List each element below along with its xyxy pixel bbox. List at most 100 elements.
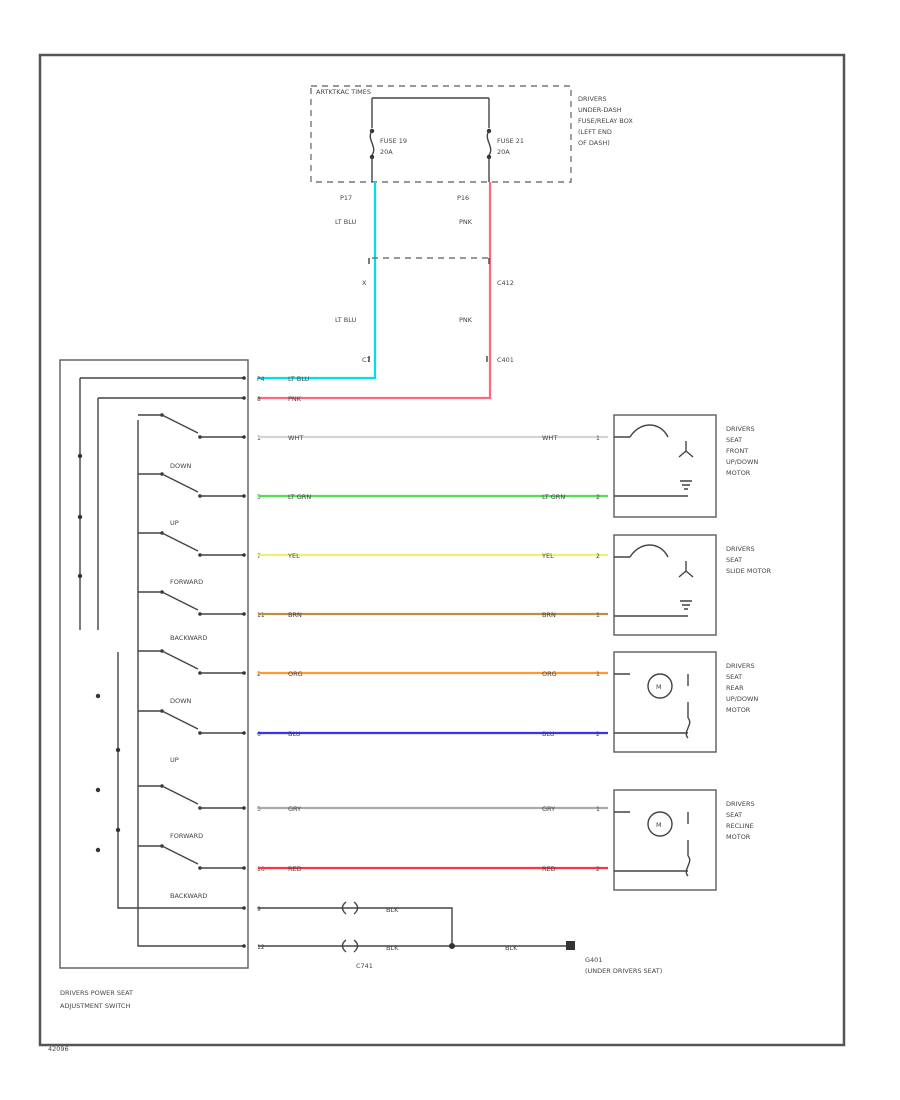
svg-text:20A: 20A: [497, 148, 510, 156]
switch-pin-label: 7: [257, 553, 261, 560]
motor-icon: [647, 811, 673, 837]
wire-label: BLU: [288, 730, 301, 738]
connector-c401-label: C401: [497, 356, 514, 364]
svg-text:M: M: [656, 683, 662, 691]
motor-label: SEAT: [726, 673, 742, 681]
motor-rotor-icon: [678, 561, 694, 578]
switch-position-label: DOWN: [170, 462, 192, 470]
fuse-block: ARTKTKAC TIMES DRIVERS UNDER-DASH FUSE/R…: [310, 85, 633, 183]
svg-text:BLK: BLK: [386, 944, 399, 952]
switch-pin-label: 12: [257, 944, 265, 951]
svg-text:PNK: PNK: [459, 316, 473, 324]
svg-text:FUSE/RELAY BOX: FUSE/RELAY BOX: [578, 117, 633, 125]
feed-wires: P17 P16 LT BLU PNK X C412 LT BLU PNK C7 …: [258, 182, 514, 400]
motor-pin-label: 1: [596, 806, 600, 813]
motor-label: MOTOR: [726, 469, 751, 477]
switch-pin: [242, 396, 246, 400]
seat-motor-2: DRIVERS SEAT SLIDE MOTOR: [613, 534, 772, 636]
wire-label: YEL: [287, 552, 300, 560]
switch-position-label: BACKWARD: [170, 892, 207, 900]
wire-label: BRN: [288, 611, 302, 619]
pin-p16-label: P16: [457, 194, 469, 202]
motor-label: UP/DOWN: [726, 695, 758, 703]
diagram-frame: [38, 53, 846, 1047]
switch-blade: [161, 710, 199, 730]
svg-text:ADJUSTMENT SWITCH: ADJUSTMENT SWITCH: [60, 1002, 130, 1010]
motor-label: SEAT: [726, 556, 742, 564]
switch-pin: [242, 806, 246, 810]
motor-rotor-icon: [678, 441, 694, 458]
ground-section: C741 BLK BLK BLK G401 (UNDER DRIVERS SEA…: [258, 901, 662, 975]
wire-label-right: YEL: [541, 552, 554, 560]
svg-text:FUSE 21: FUSE 21: [497, 137, 524, 145]
switch-pin: [242, 731, 246, 735]
switch-blade: [161, 650, 199, 670]
wire-label: WHT: [288, 434, 303, 442]
switch-pin: [242, 612, 246, 616]
wire-label-right: WHT: [542, 434, 557, 442]
fuse-21: FUSE 21 20A: [486, 128, 524, 182]
switch-pin: [242, 671, 246, 675]
fuse-location-label: DRIVERS UNDER-DASH FUSE/RELAY BOX (LEFT …: [578, 95, 633, 147]
motor-label: REAR: [726, 684, 744, 692]
switch-blade: [161, 845, 199, 865]
svg-text:(LEFT END: (LEFT END: [578, 128, 612, 136]
motor-pin-label: 1: [596, 671, 600, 678]
svg-text:BLK: BLK: [386, 906, 399, 914]
svg-text:UNDER-DASH: UNDER-DASH: [578, 106, 622, 114]
motor-label: UP/DOWN: [726, 458, 758, 466]
switch-position-label: UP: [170, 519, 179, 527]
wire-label: GRY: [288, 805, 301, 813]
switch-pin-label: P4: [257, 376, 265, 383]
switch-blade: [161, 591, 199, 611]
switch-blade: [161, 785, 199, 805]
wire-label-right: RED: [542, 865, 556, 873]
motor-label: FRONT: [726, 447, 748, 455]
switch-pin-label: 1: [257, 435, 261, 442]
wire-label-right: BRN: [542, 611, 556, 619]
switch-pin: [242, 906, 246, 910]
svg-text:FUSE 19: FUSE 19: [380, 137, 407, 145]
wire-label-right: LT GRN: [542, 493, 565, 501]
motor-label: MOTOR: [726, 833, 751, 841]
motor-pin-label: 2: [596, 731, 600, 738]
switch-pin: [242, 494, 246, 498]
motor-label: DRIVERS: [726, 662, 755, 670]
motor-label: RECLINE: [726, 822, 754, 830]
wire-label: PNK: [288, 395, 302, 403]
switch-pin-label: 9: [257, 906, 261, 913]
switch-pin: [242, 435, 246, 439]
switch-position-label: BACKWARD: [170, 634, 207, 642]
motor-pin-label: 2: [596, 866, 600, 873]
fuse-block-title: ARTKTKAC TIMES: [316, 88, 371, 96]
seat-motors: DRIVERS SEAT FRONT UP/DOWN MOTOR DRIVERS SEAT S…: [613, 414, 772, 891]
motor-icon: [647, 673, 673, 699]
svg-text:X: X: [362, 279, 367, 287]
pin-p17-label: P17: [340, 194, 352, 202]
switch-blade: [161, 414, 199, 434]
svg-text:PNK: PNK: [459, 218, 473, 226]
svg-text:LT BLU: LT BLU: [335, 316, 357, 324]
fuse-19: FUSE 19 20A: [369, 128, 407, 182]
svg-text:BLK: BLK: [505, 944, 518, 952]
switch-position-label: FORWARD: [170, 832, 203, 840]
switch-contacts: DOWNUPFORWARDBACKWARDDOWNUPFORWARDBACKWA…: [77, 377, 244, 947]
switch-blade: [161, 473, 199, 493]
switch-pin: [242, 866, 246, 870]
motor-pin-label: 1: [596, 612, 600, 619]
switch-pin-label: 6: [257, 731, 261, 738]
motor-label: SEAT: [726, 811, 742, 819]
motor-label: DRIVERS: [726, 425, 755, 433]
svg-text:DRIVERS: DRIVERS: [578, 95, 607, 103]
motor-label: SLIDE MOTOR: [726, 567, 772, 575]
svg-text:20A: 20A: [380, 148, 393, 156]
svg-text:M: M: [656, 821, 662, 829]
wire-pnk-feed: [258, 182, 492, 400]
motor-label: DRIVERS: [726, 545, 755, 553]
svg-text:OF DASH): OF DASH): [578, 139, 610, 147]
ground-connector-label: C741: [356, 962, 373, 970]
svg-text:LT BLU: LT BLU: [335, 218, 357, 226]
